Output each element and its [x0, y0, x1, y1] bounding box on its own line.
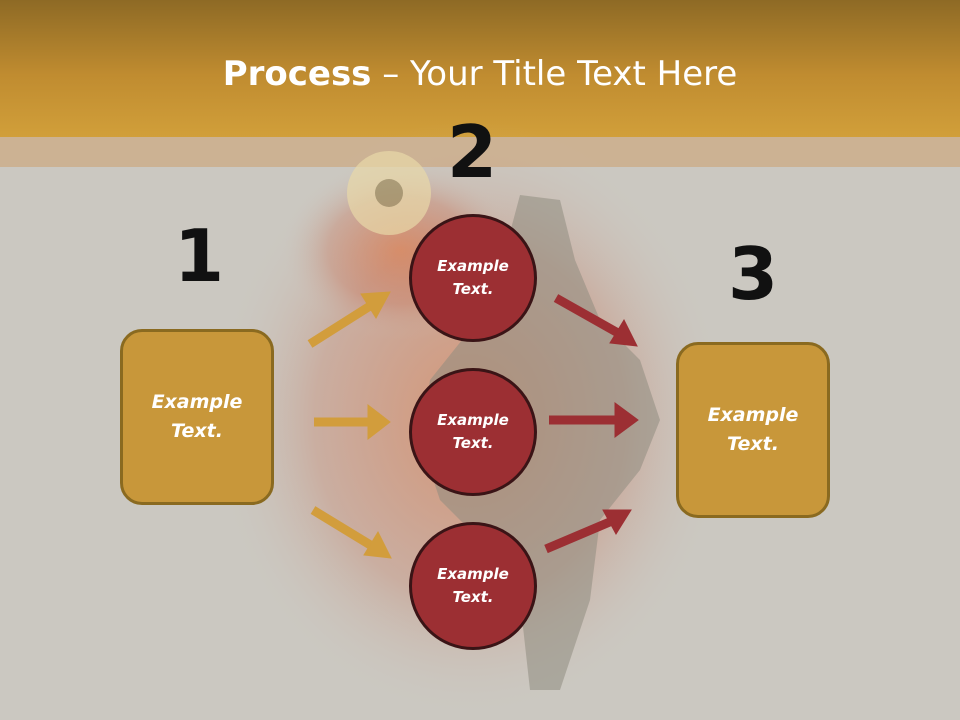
arrow-1-to-bottom-icon	[363, 530, 392, 559]
step-3-text: Example Text.	[707, 404, 799, 455]
step-2-circle-middle: Example Text.	[409, 368, 537, 496]
step-2-text-bottom: Example Text.	[437, 565, 509, 606]
arrow-1-to-top-shaft	[307, 302, 373, 348]
step-2-text-middle: Example Text.	[437, 411, 509, 452]
arrow-bottom-to-3-shaft	[544, 516, 614, 554]
step-3-number: 3	[727, 232, 779, 316]
arrow-1-to-top-icon	[360, 291, 391, 319]
header-bar	[0, 0, 960, 137]
arrow-middle-to-3-icon	[614, 402, 639, 438]
arrow-top-to-3-icon	[609, 318, 638, 347]
arrow-1-to-middle-icon	[367, 403, 391, 441]
step-2-circle-bottom: Example Text.	[409, 522, 537, 650]
soccer-ball-icon	[347, 151, 431, 235]
step-1-text: Example Text.	[151, 391, 243, 442]
step-1-box: Example Text.	[120, 329, 274, 505]
step-2-number: 2	[446, 110, 498, 194]
page-title: Process – Your Title Text Here	[0, 52, 960, 96]
arrow-1-to-bottom-shaft	[310, 506, 375, 550]
step-2-text-top: Example Text.	[437, 257, 509, 298]
arrow-bottom-to-3-icon	[602, 509, 632, 535]
step-1-number: 1	[173, 214, 225, 298]
step-2-circle-top: Example Text.	[409, 214, 537, 342]
title-bold: Process	[222, 54, 372, 94]
title-rest: – Your Title Text Here	[371, 54, 738, 94]
arrow-top-to-3-shaft	[553, 294, 621, 337]
step-3-box: Example Text.	[676, 342, 830, 518]
